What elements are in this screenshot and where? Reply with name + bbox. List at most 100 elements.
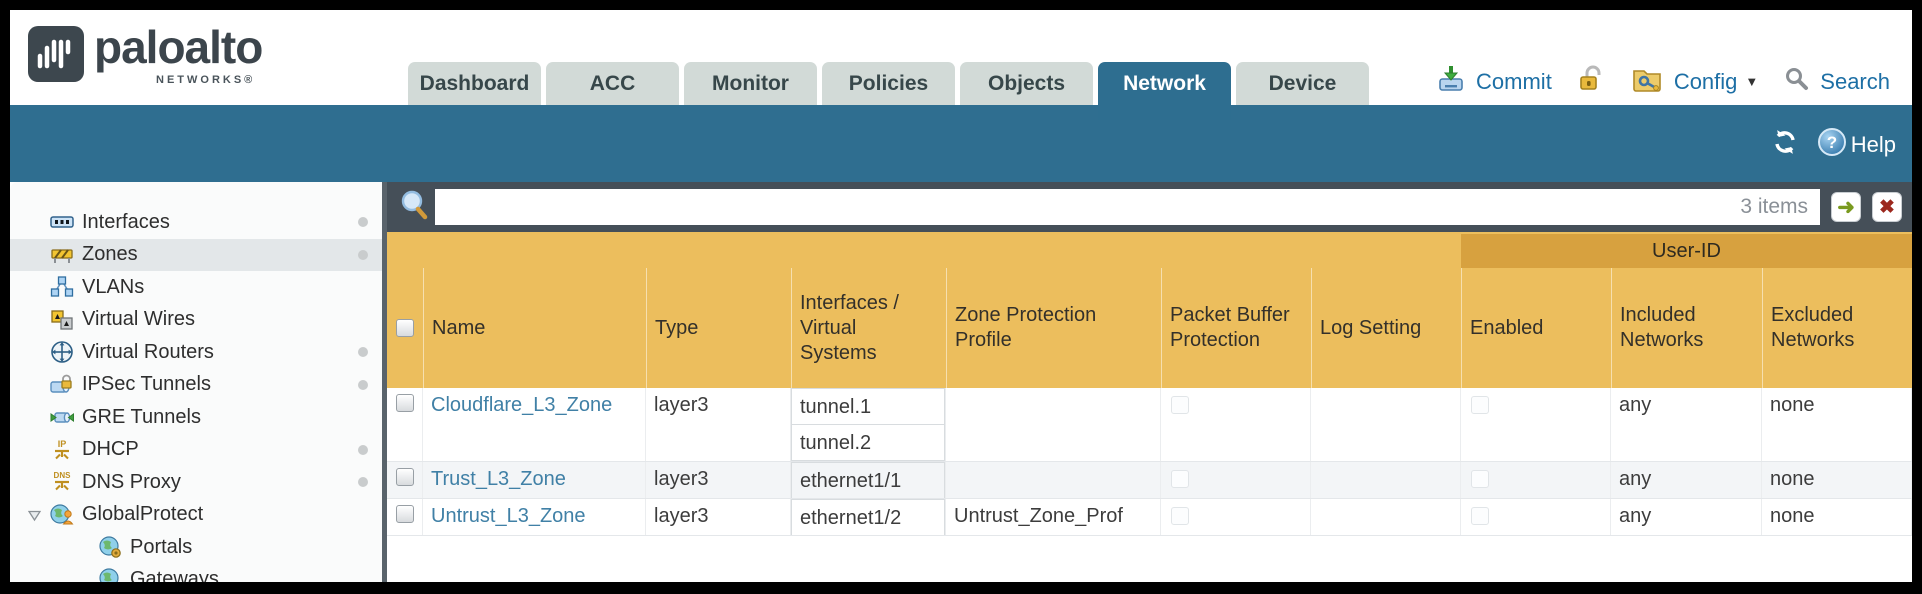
- sidebar-item-interfaces[interactable]: Interfaces: [10, 206, 382, 239]
- column-header-excluded-networks[interactable]: Excluded Networks: [1762, 268, 1912, 388]
- clear-filter-button[interactable]: ✖: [1872, 192, 1902, 222]
- config-icon[interactable]: [1632, 64, 1664, 99]
- sidebar-item-virtual-routers[interactable]: Virtual Routers: [10, 336, 382, 369]
- expand-collapse-icon[interactable]: [27, 509, 42, 527]
- sidebar-item-portals[interactable]: Portals: [10, 531, 382, 564]
- packet-buffer-protection-checkbox: [1171, 470, 1189, 488]
- row-select-cell: [387, 462, 423, 498]
- table-header: User-ID Name Type Interfaces / Virtual Sys…: [387, 232, 1912, 388]
- interface-entry[interactable]: tunnel.2: [791, 424, 945, 461]
- column-header-log-setting[interactable]: Log Setting: [1311, 268, 1461, 388]
- search-icon[interactable]: [1784, 66, 1810, 97]
- help-cluster[interactable]: ? Help: [1817, 127, 1896, 162]
- excluded-networks-cell: none: [1762, 462, 1912, 498]
- tab-objects[interactable]: Objects: [960, 62, 1093, 105]
- svg-text:IP: IP: [58, 439, 67, 449]
- status-dot: [358, 347, 368, 358]
- search-button[interactable]: Search: [1820, 68, 1890, 94]
- column-header-interfaces-virtual-systems[interactable]: Interfaces / Virtual Systems: [791, 268, 946, 388]
- zone-name-link[interactable]: Trust_L3_Zone: [431, 468, 566, 490]
- sidebar-item-gateways[interactable]: Gateways: [10, 564, 382, 582]
- help-label[interactable]: Help: [1850, 131, 1896, 157]
- zone-name-link[interactable]: Cloudflare_L3_Zone: [431, 394, 613, 416]
- sidebar-item-label: DNS Proxy: [82, 470, 181, 493]
- tab-monitor[interactable]: Monitor: [684, 62, 817, 105]
- commit-icon[interactable]: [1436, 64, 1466, 99]
- row-select-checkbox[interactable]: [395, 394, 414, 412]
- tab-device[interactable]: Device: [1236, 62, 1369, 105]
- apply-filter-button[interactable]: ➜: [1831, 192, 1861, 222]
- status-dot: [358, 477, 368, 488]
- packet-buffer-protection-cell: [1161, 388, 1311, 461]
- sidebar-item-zones[interactable]: Zones: [10, 238, 382, 271]
- filter-input[interactable]: [435, 189, 1820, 225]
- caret-down-icon[interactable]: ▼: [1745, 74, 1759, 89]
- refresh-icon[interactable]: [1771, 128, 1799, 161]
- zone-name-link[interactable]: Untrust_L3_Zone: [431, 505, 586, 527]
- sidebar-item-dhcp[interactable]: IP DHCP: [10, 434, 382, 467]
- filter-bar: 3 items ➜ ✖: [387, 182, 1912, 232]
- zone-name-cell: Trust_L3_Zone: [423, 462, 646, 498]
- commit-button[interactable]: Commit: [1476, 68, 1552, 94]
- status-dot: [358, 217, 368, 228]
- select-all-checkbox[interactable]: [396, 319, 414, 337]
- tab-network[interactable]: Network: [1098, 62, 1231, 120]
- filter-input-wrap: 3 items: [435, 189, 1820, 225]
- sidebar-item-label: Zones: [82, 243, 138, 266]
- config-button[interactable]: Config: [1673, 68, 1738, 94]
- sidebar-item-virtual-wires[interactable]: Virtual Wires: [10, 304, 382, 337]
- user-id-enabled-checkbox: [1471, 470, 1489, 488]
- column-header-zone-protection-profile[interactable]: Zone Protection Profile: [946, 268, 1161, 388]
- row-select-checkbox[interactable]: [395, 468, 414, 486]
- tab-dashboard[interactable]: Dashboard: [408, 62, 541, 105]
- row-select-cell: [387, 499, 423, 535]
- paloalto-logo: paloalto NETWORKS®: [28, 21, 328, 100]
- column-header-label: Type: [655, 316, 699, 339]
- select-all-cell: [387, 268, 423, 388]
- column-header-type[interactable]: Type: [646, 268, 791, 388]
- tab-acc[interactable]: ACC: [546, 62, 679, 105]
- dhcp-icon: IP: [50, 438, 74, 462]
- zone-type-cell: layer3: [646, 462, 791, 498]
- logo-networks-label: NETWORKS®: [156, 74, 256, 86]
- excluded-networks-cell: none: [1762, 499, 1912, 535]
- sidebar-item-vlans[interactable]: VLANs: [10, 271, 382, 304]
- zone-protection-profile-cell: Untrust_Zone_Prof: [946, 499, 1161, 535]
- interface-entry[interactable]: tunnel.1: [791, 388, 945, 425]
- sidebar-item-ipsec-tunnels[interactable]: IPSec Tunnels: [10, 369, 382, 402]
- user-id-group-header: User-ID: [1461, 234, 1912, 268]
- sidebar-item-label: Virtual Routers: [82, 340, 214, 363]
- status-dot: [358, 249, 368, 260]
- interface-entry[interactable]: ethernet1/1: [791, 462, 945, 498]
- zone-protection-profile-cell: [946, 462, 1161, 498]
- sidebar-item-label: Virtual Wires: [82, 308, 195, 331]
- included-networks-cell: any: [1611, 499, 1762, 535]
- sidebar-item-globalprotect[interactable]: GlobalProtect: [10, 499, 382, 532]
- paloalto-logo-icon: [28, 26, 84, 82]
- column-header-name[interactable]: Name: [423, 268, 646, 388]
- lock-open-icon[interactable]: [1578, 64, 1606, 99]
- user-id-enabled-checkbox: [1471, 396, 1489, 414]
- column-header-packet-buffer-protection[interactable]: Packet Buffer Protection: [1161, 268, 1311, 388]
- group-header-row: User-ID: [387, 232, 1912, 268]
- included-networks-cell: any: [1611, 462, 1762, 498]
- ipsec-tunnels-icon: [50, 373, 74, 397]
- magnifier-icon: [399, 189, 429, 226]
- column-header-included-networks[interactable]: Included Networks: [1611, 268, 1762, 388]
- sidebar-item-label: DHCP: [82, 438, 139, 461]
- tab-policies[interactable]: Policies: [822, 62, 955, 105]
- column-header-enabled[interactable]: Enabled: [1461, 268, 1611, 388]
- interface-entry[interactable]: ethernet1/2: [791, 499, 945, 535]
- interfaces-icon: [50, 210, 74, 234]
- row-select-checkbox[interactable]: [395, 505, 414, 523]
- packet-buffer-protection-cell: [1161, 462, 1311, 498]
- gre-tunnels-icon: [50, 405, 74, 429]
- help-icon[interactable]: ?: [1817, 127, 1847, 162]
- apply-filter-icon: ➜: [1837, 195, 1855, 219]
- sidebar-item-gre-tunnels[interactable]: GRE Tunnels: [10, 401, 382, 434]
